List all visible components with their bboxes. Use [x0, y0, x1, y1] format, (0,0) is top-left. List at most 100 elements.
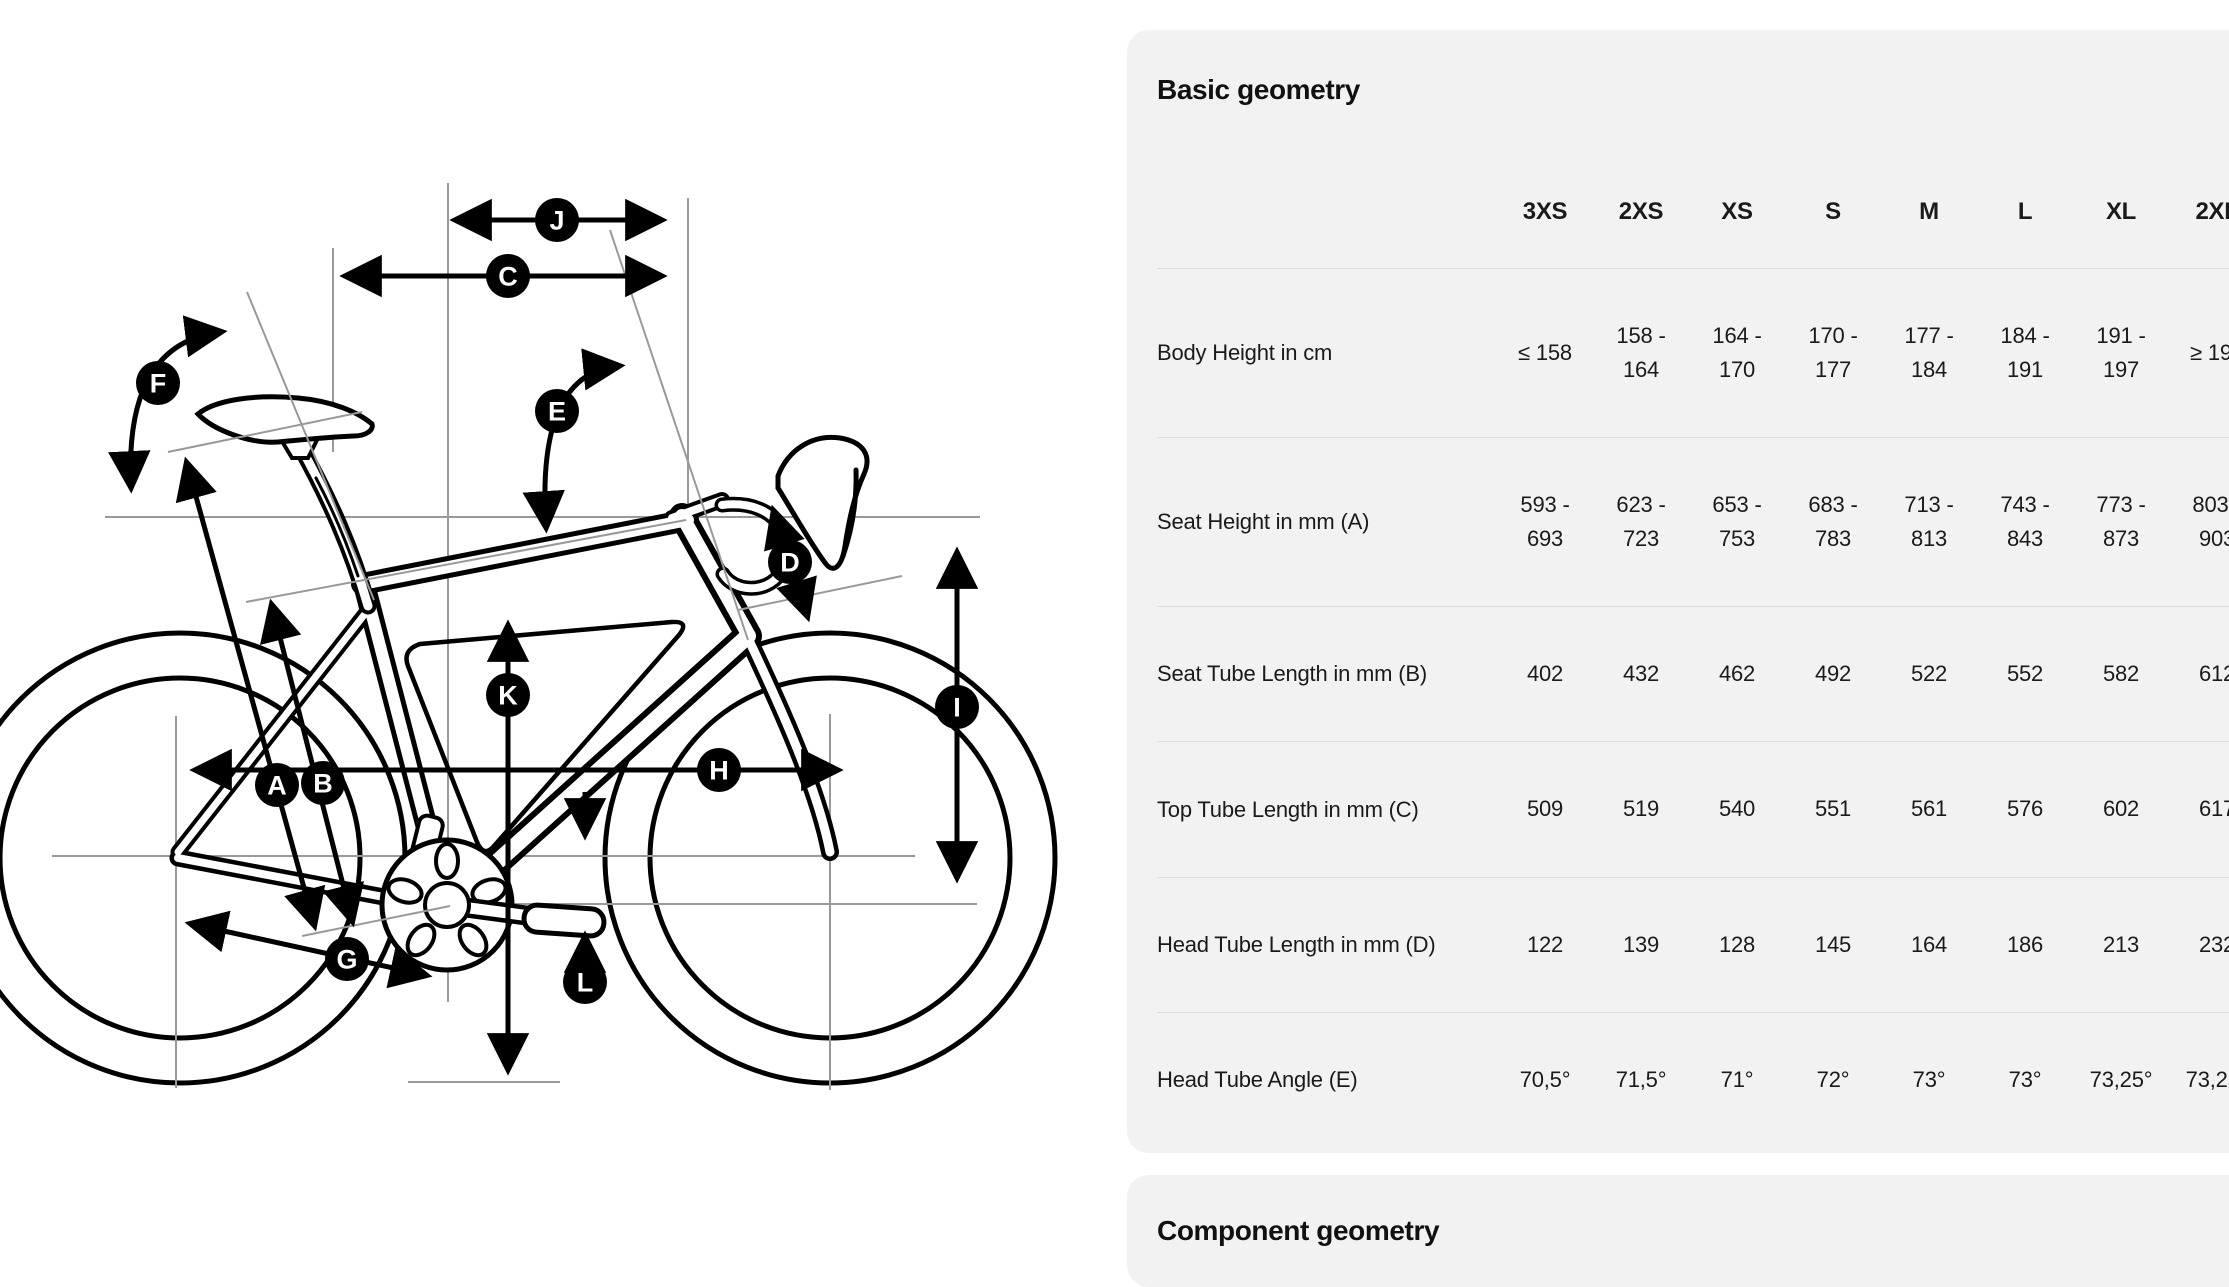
size-column-header: 2XL [2195, 198, 2229, 225]
value-cell: 561 [1910, 796, 1948, 822]
table-row: Top Tube Length in mm (C) 509 519 540 551 561… [1157, 741, 2229, 876]
value-cell: 71,5° [1615, 1066, 1667, 1092]
value-cell: 492 [1814, 661, 1852, 687]
table-row: Body Height in cm ≤ 158 158 - 164 164 - 170… [1157, 268, 2229, 437]
row-label: Body Height in cm [1157, 340, 1333, 366]
svg-text:F: F [150, 369, 167, 399]
svg-text:I: I [953, 693, 961, 723]
dimension-label-e-badge: E [535, 389, 579, 433]
value-cell: 576 [2006, 796, 2044, 822]
row-label: Head Tube Angle (E) [1157, 1066, 1358, 1092]
value-cell: 462 [1718, 661, 1756, 687]
dimension-label-h-badge: H [697, 748, 741, 792]
value-cell: 653 - 753 [1712, 492, 1762, 552]
value-cell: 232 [2198, 931, 2229, 957]
value-cell: 803 - 903 [2192, 492, 2229, 552]
size-column-header: S [1825, 198, 1841, 225]
value-cell: 139 [1622, 931, 1660, 957]
value-cell: 177 - 184 [1904, 323, 1954, 383]
svg-text:C: C [498, 262, 518, 292]
table-row: Seat Height in mm (A) 593 - 693 623 - 723 6… [1157, 437, 2229, 606]
svg-text:J: J [549, 206, 564, 236]
dimension-label-b-badge: B [301, 761, 345, 805]
value-cell: 713 - 813 [1904, 492, 1954, 552]
component-geometry-panel: Component geometry [1127, 1174, 2229, 1287]
dimension-label-d-badge: D [768, 540, 812, 584]
value-cell: 164 - 170 [1712, 323, 1762, 383]
size-column-header: 2XS [1618, 198, 1664, 225]
value-cell: 522 [1910, 661, 1948, 687]
dimension-label-j-badge: J [535, 198, 579, 242]
value-cell: ≥ 197 [2190, 340, 2229, 366]
row-label: Top Tube Length in mm (C) [1157, 796, 1419, 822]
svg-text:G: G [336, 945, 357, 975]
svg-text:D: D [780, 548, 800, 578]
dimension-label-l-badge: L [563, 960, 607, 1004]
svg-text:K: K [498, 681, 518, 711]
value-cell: 191 - 197 [2096, 323, 2146, 383]
size-column-header: XL [2105, 198, 2137, 225]
value-cell: 432 [1622, 661, 1660, 687]
value-cell: 593 - 693 [1520, 492, 1570, 552]
basic-geometry-table: 3XS 2XS XS S M L XL 2XL Body Height in cm ≤ 158 15… [1157, 106, 2229, 1147]
value-cell: 73,25° [2089, 1066, 2153, 1092]
value-cell: 743 - 843 [2000, 492, 2050, 552]
value-cell: 552 [2006, 661, 2044, 687]
size-header-row: 3XS 2XS XS S M L XL 2XL [1157, 106, 2229, 268]
value-cell: 551 [1814, 796, 1852, 822]
size-column-header: 3XS [1522, 198, 1568, 225]
dimension-label-k-badge: K [486, 673, 530, 717]
dimension-label-i-badge: I [935, 685, 979, 729]
basic-geometry-panel: Basic geometry 3XS 2XS XS S M L XL 2XL Body Heig… [1127, 30, 2229, 1153]
svg-text:E: E [548, 397, 566, 427]
value-cell: 582 [2102, 661, 2140, 687]
value-cell: 623 - 723 [1616, 492, 1666, 552]
value-cell: 170 - 177 [1808, 323, 1858, 383]
value-cell: 164 [1910, 931, 1948, 957]
value-cell: 540 [1718, 796, 1756, 822]
value-cell: 122 [1526, 931, 1564, 957]
crankset [379, 813, 607, 973]
value-cell: 145 [1814, 931, 1852, 957]
dimension-label-g-badge: G [325, 937, 369, 981]
value-cell: ≤ 158 [1518, 340, 1572, 366]
component-geometry-title[interactable]: Component geometry [1157, 1214, 1440, 1246]
value-cell: 186 [2006, 931, 2044, 957]
value-cell: 72° [1816, 1066, 1850, 1092]
value-cell: 402 [1526, 661, 1564, 687]
row-label: Seat Height in mm (A) [1157, 509, 1370, 535]
size-column-header: M [1919, 198, 1939, 225]
value-cell: 73,25° [2185, 1066, 2229, 1092]
svg-text:A: A [267, 771, 287, 801]
value-cell: 158 - 164 [1616, 323, 1666, 383]
row-label: Seat Tube Length in mm (B) [1157, 661, 1427, 687]
size-column-header: XS [1721, 198, 1753, 225]
geometry-panels: Basic geometry 3XS 2XS XS S M L XL 2XL Body Heig… [1127, 30, 2229, 1287]
value-cell: 509 [1526, 796, 1564, 822]
value-cell: 184 - 191 [2000, 323, 2050, 383]
value-cell: 73° [2008, 1066, 2042, 1092]
dimension-label-f-badge: F [136, 361, 180, 405]
value-cell: 602 [2102, 796, 2140, 822]
value-cell: 70,5° [1519, 1066, 1571, 1092]
value-cell: 71° [1720, 1066, 1754, 1092]
value-cell: 128 [1718, 931, 1756, 957]
table-row: Head Tube Angle (E) 70,5° 71,5° 71° 72° 73° 73… [1157, 1011, 2229, 1147]
basic-geometry-title[interactable]: Basic geometry [1157, 74, 1360, 105]
dimension-label-a-badge: A [255, 763, 299, 807]
value-cell: 73° [1912, 1066, 1946, 1092]
svg-text:H: H [709, 756, 729, 786]
value-cell: 213 [2102, 931, 2140, 957]
svg-text:L: L [577, 968, 594, 998]
table-row: Seat Tube Length in mm (B) 402 432 462 492 52… [1157, 606, 2229, 741]
value-cell: 773 - 873 [2096, 492, 2146, 552]
svg-text:B: B [313, 769, 333, 799]
dimension-label-c-badge: C [486, 254, 530, 298]
value-cell: 683 - 783 [1808, 492, 1858, 552]
value-cell: 612 [2198, 661, 2229, 687]
value-cell: 617 [2198, 796, 2229, 822]
value-cell: 519 [1622, 796, 1660, 822]
size-column-header: L [2017, 198, 2033, 225]
